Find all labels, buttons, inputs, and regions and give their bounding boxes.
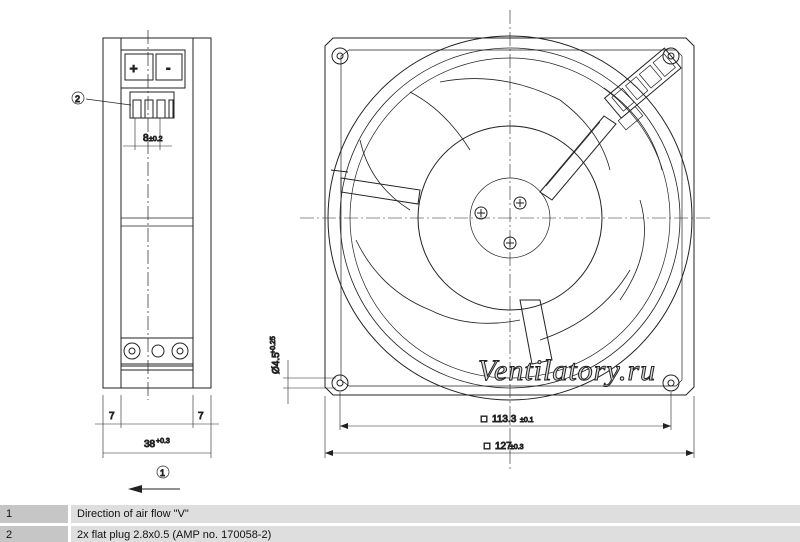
hub-screws xyxy=(474,196,527,250)
cable-clamp xyxy=(120,337,194,365)
flange-right-dimension: 7 xyxy=(198,411,204,422)
frame-size-dimension: 127 xyxy=(495,441,512,452)
frame-outline xyxy=(324,37,695,396)
front-connector xyxy=(603,47,682,131)
cable-strut xyxy=(539,115,617,201)
legend-text: Direction of air flow "V" xyxy=(71,505,800,523)
strut-bottom xyxy=(519,299,553,365)
screw-left xyxy=(123,342,141,360)
mount-hole-top-left xyxy=(331,47,349,65)
side-view-outline xyxy=(102,37,212,389)
plug-width-dimension: 8 xyxy=(143,133,149,144)
mount-hole-bottom-left xyxy=(331,374,349,392)
legend-row: 2 2x flat plug 2.8x0.5 (AMP no. 170058-2… xyxy=(0,526,800,542)
plus-symbol: + xyxy=(129,62,138,75)
mount-hole-bottom-right xyxy=(662,374,680,392)
legend-number: 1 xyxy=(0,505,68,523)
plug-width-tolerance: ±0.2 xyxy=(149,136,163,143)
fan-hub xyxy=(417,125,603,311)
fan-blades xyxy=(355,78,663,341)
callout-1-label: 1 xyxy=(160,468,165,478)
frame-size-tolerance: ±0.3 xyxy=(510,444,524,451)
mount-hole-top-right xyxy=(662,47,680,65)
strut-left xyxy=(340,177,421,205)
side-view xyxy=(85,30,219,493)
depth-tolerance: +0.3 xyxy=(156,438,170,445)
watermark: Ventilatory.ru xyxy=(478,354,656,387)
connector-housing xyxy=(120,49,186,89)
flat-plug xyxy=(129,91,175,119)
callout-2-label: 2 xyxy=(75,94,80,104)
legend-row: 1 Direction of air flow "V" xyxy=(0,505,800,523)
hole-spacing-prefix: □ xyxy=(481,414,487,425)
minus-symbol: - xyxy=(166,62,171,75)
callout-1-circle xyxy=(156,465,170,479)
legend-text: 2x flat plug 2.8x0.5 (AMP no. 170058-2) xyxy=(71,526,800,542)
front-view xyxy=(283,10,710,470)
hole-spacing-tolerance: ±0.1 xyxy=(520,417,534,424)
hole-diameter-dimension: Ø4.5 xyxy=(271,352,282,374)
fan-dimension-drawing: + - 2 8 ±0.2 7 7 38 +0.3 1 Ø4.5 +0.25 □ … xyxy=(71,10,710,493)
venturi-outer-ring xyxy=(327,35,693,401)
hole-spacing-dimension: 113.3 xyxy=(492,414,517,425)
hole-diameter-tolerance: +0.25 xyxy=(270,336,277,354)
flange-left-dimension: 7 xyxy=(109,411,115,422)
frame-size-prefix: □ xyxy=(484,441,490,452)
legend-table: 1 Direction of air flow "V" 2 2x flat pl… xyxy=(0,505,800,542)
legend-number: 2 xyxy=(0,526,68,542)
depth-dimension: 38 xyxy=(144,439,156,450)
callout-2-circle xyxy=(71,91,85,105)
screw-right xyxy=(171,342,189,360)
